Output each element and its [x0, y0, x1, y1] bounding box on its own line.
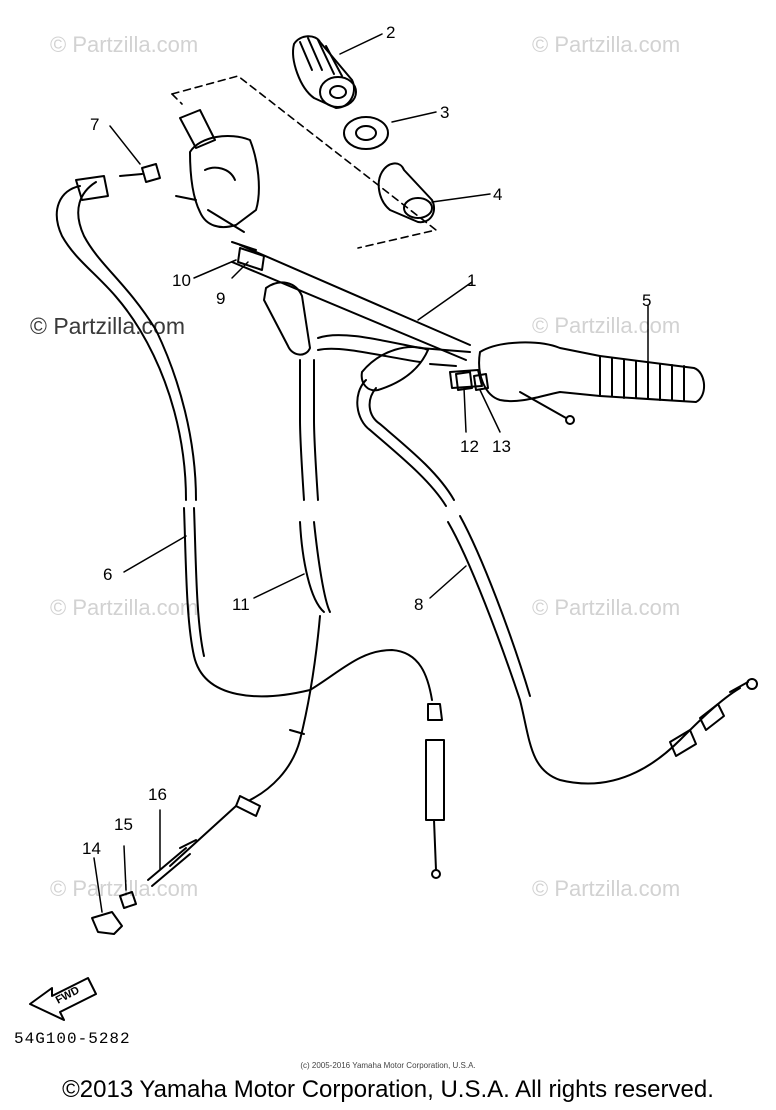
- grip-left: [292, 35, 357, 109]
- callout-2: 2: [386, 23, 395, 42]
- callout-13: 13: [492, 437, 511, 456]
- throttle-cable: [55, 175, 445, 879]
- callout-4: 4: [493, 185, 502, 204]
- watermark: © Partzilla.com: [532, 595, 681, 620]
- callout-labels: 1 2 3 4 5 6 7 8 9 10 11 12 13 14 15 16: [82, 23, 651, 858]
- callout-8: 8: [414, 595, 423, 614]
- throttle-tube: [377, 162, 436, 224]
- callout-5: 5: [642, 291, 651, 310]
- callout-14: 14: [82, 839, 101, 858]
- watermark: © Partzilla.com: [532, 876, 681, 901]
- lever-holder: [263, 281, 429, 392]
- fwd-arrow-icon: FWD: [29, 977, 97, 1021]
- small-parts: [91, 847, 191, 935]
- callout-11: 11: [232, 595, 250, 614]
- grip-right: [429, 341, 705, 425]
- starter-cable: [169, 359, 331, 867]
- callout-6: 6: [103, 565, 112, 584]
- handlebar: [179, 109, 471, 363]
- exploded-view-bracket: [171, 75, 437, 249]
- watermark: © Partzilla.com: [50, 595, 199, 620]
- watermark: © Partzilla.com: [50, 876, 199, 901]
- callout-3: 3: [440, 103, 449, 122]
- fine-print: (c) 2005-2016 Yamaha Motor Corporation, …: [300, 1061, 476, 1070]
- watermark: © Partzilla.com: [532, 313, 681, 338]
- washer: [343, 116, 389, 150]
- callout-9: 9: [216, 289, 225, 308]
- callout-1: 1: [467, 271, 476, 290]
- watermark: © Partzilla.com: [50, 32, 199, 57]
- callout-12: 12: [460, 437, 479, 456]
- clutch-cable: [356, 379, 758, 785]
- part-number: 54G100-5282: [14, 1030, 131, 1048]
- clutch-adjuster: [455, 371, 489, 391]
- watermark: © Partzilla.com: [532, 32, 681, 57]
- callout-16: 16: [148, 785, 167, 804]
- copyright-notice: ©2013 Yamaha Motor Corporation, U.S.A. A…: [62, 1076, 714, 1103]
- callout-15: 15: [114, 815, 133, 834]
- leader-lines: [93, 33, 649, 913]
- callout-7: 7: [90, 115, 99, 134]
- adjuster-parts: [119, 163, 265, 271]
- throttle-housing: [189, 135, 260, 233]
- callout-10: 10: [172, 271, 191, 290]
